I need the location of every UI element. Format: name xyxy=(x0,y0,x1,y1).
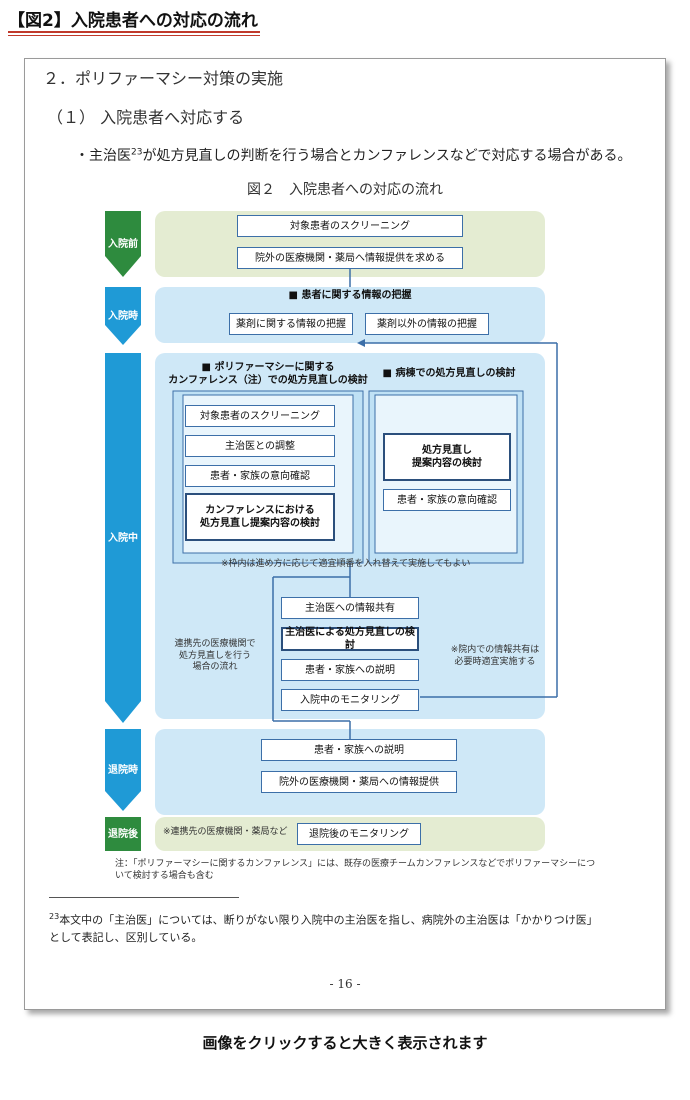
phase-arrow-during xyxy=(105,353,141,723)
page-number: - 16 - xyxy=(329,977,361,991)
admission-title: ■ 患者に関する情報の把握 xyxy=(288,290,412,301)
right-note-line1: ※院内での情報共有は xyxy=(450,645,540,655)
box-discharge-explain: 患者・家族への説明 xyxy=(261,739,457,761)
right-note-line2: 必要時適宜実施する xyxy=(454,656,536,667)
footnote-line1: 本文中の「主治医」については、断りがない限り入院中の主治医を指し、病院外の主治医… xyxy=(59,913,598,927)
box-pre-info-request: 院外の医療機関・薬局へ情報提供を求める xyxy=(237,247,463,269)
left-note: 連携先の医療機関で処方見直しを行う場合の流れ xyxy=(157,639,273,674)
enlarge-caption[interactable]: 画像をクリックすると大きく表示されます xyxy=(202,1034,488,1052)
phase-label-admission: 入院時 xyxy=(108,311,138,322)
phase-arrow-pre xyxy=(105,211,141,277)
ward-proposal-line1: 処方見直し xyxy=(422,445,472,456)
box-conf-family-intent: 患者・家族の意向確認 xyxy=(185,465,335,487)
box-conf-coordination: 主治医との調整 xyxy=(185,435,335,457)
box-non-drug-info: 薬剤以外の情報の把握 xyxy=(365,313,489,335)
phase-label-during: 入院中 xyxy=(108,533,138,544)
conference-title-line1: ■ ポリファーマシーに関する xyxy=(201,362,335,373)
box-ward-family-intent: 患者・家族の意向確認 xyxy=(383,489,511,511)
left-note-line1: 連携先の医療機関で xyxy=(174,639,256,649)
footnote: 23本文中の「主治医」については、断りがない限り入院中の主治医を指し、病院外の主… xyxy=(49,911,649,946)
box-drug-info: 薬剤に関する情報の把握 xyxy=(229,313,353,335)
box-explain-family: 患者・家族への説明 xyxy=(281,659,419,681)
box-pre-screening: 対象患者のスクリーニング xyxy=(237,215,463,237)
bullet-footnote-ref: 23 xyxy=(131,147,143,158)
box-monitoring: 入院中のモニタリング xyxy=(281,689,419,711)
box-conf-screening: 対象患者のスクリーニング xyxy=(185,405,335,427)
phase-arrow-discharge xyxy=(105,729,141,811)
phase-label-discharge: 退院時 xyxy=(108,765,138,776)
phase-arrow-after xyxy=(105,817,141,851)
section-title: ２．ポリファーマシー対策の実施 xyxy=(43,69,284,88)
box-conf-proposal: カンファレンスにおける処方見直し提案内容の検討 xyxy=(185,493,335,541)
conf-proposal-line1: カンファレンスにおける xyxy=(205,505,315,516)
figure-note: 注：「ポリファーマシーに関するカンファレンス」には、既存の医療チームカンファレン… xyxy=(115,859,635,882)
footnote-number: 23 xyxy=(49,912,60,921)
conference-title-line2: カンファレンス（注）での処方見直しの検討 xyxy=(168,375,368,386)
order-note: ※枠内は進め方に応じて適宜順番を入れ替えて実施してもよい xyxy=(221,559,471,569)
subsection-title: （１） 入院患者へ対応する xyxy=(47,108,245,127)
document-image[interactable]: ２．ポリファーマシー対策の実施 （１） 入院患者へ対応する ・主治医23が処方見… xyxy=(24,58,666,1010)
figure-title: 図２ 入院患者への対応の流れ xyxy=(247,182,443,198)
left-note-line2: 処方見直しを行う xyxy=(178,650,251,661)
loop-arrowhead xyxy=(357,339,365,347)
ward-proposal-line2: 提案内容の検討 xyxy=(412,458,482,469)
figure-note-line1: 注：「ポリファーマシーに関するカンファレンス」には、既存の医療チームカンファレン… xyxy=(115,859,596,869)
box-doctor-review: 主治医による処方見直しの検討 xyxy=(281,627,419,651)
heading-underline xyxy=(8,31,260,33)
ward-title: ■ 病棟での処方見直しの検討 xyxy=(382,368,516,379)
heading-underline-thin xyxy=(8,35,260,36)
page-heading: 【図2】入院患者への対応の流れ xyxy=(8,11,258,31)
footnote-rule xyxy=(49,897,239,898)
box-ward-proposal: 処方見直し提案内容の検討 xyxy=(383,433,511,481)
box-discharge-info: 院外の医療機関・薬局への情報提供 xyxy=(261,771,457,793)
conf-proposal-line2: 処方見直し提案内容の検討 xyxy=(200,518,320,529)
phase-arrow-admission xyxy=(105,287,141,345)
box-after-monitoring: 退院後のモニタリング xyxy=(297,823,421,845)
connector-lines xyxy=(272,267,558,739)
conference-title: ■ ポリファーマシーに関するカンファレンス（注）での処方見直しの検討 xyxy=(155,361,381,387)
right-note: ※院内での情報共有は必要時適宜実施する xyxy=(445,645,545,668)
bullet-text-before: ・主治医 xyxy=(75,148,131,164)
box-share-info: 主治医への情報共有 xyxy=(281,597,419,619)
footnote-line2: として表記し、区別している。 xyxy=(49,930,203,944)
figure-note-line2: いて検討する場合も含む xyxy=(115,870,214,881)
bullet-text: ・主治医23が処方見直しの判断を行う場合とカンファレンスなどで対応する場合がある… xyxy=(75,145,631,165)
left-note-line3: 場合の流れ xyxy=(192,662,238,673)
phase-label-after: 退院後 xyxy=(108,829,138,840)
bullet-text-after: が処方見直しの判断を行う場合とカンファレンスなどで対応する場合がある。 xyxy=(142,148,632,164)
after-note: ※連携先の医療機関・薬局など xyxy=(163,827,288,837)
phase-label-pre: 入院前 xyxy=(108,239,138,250)
